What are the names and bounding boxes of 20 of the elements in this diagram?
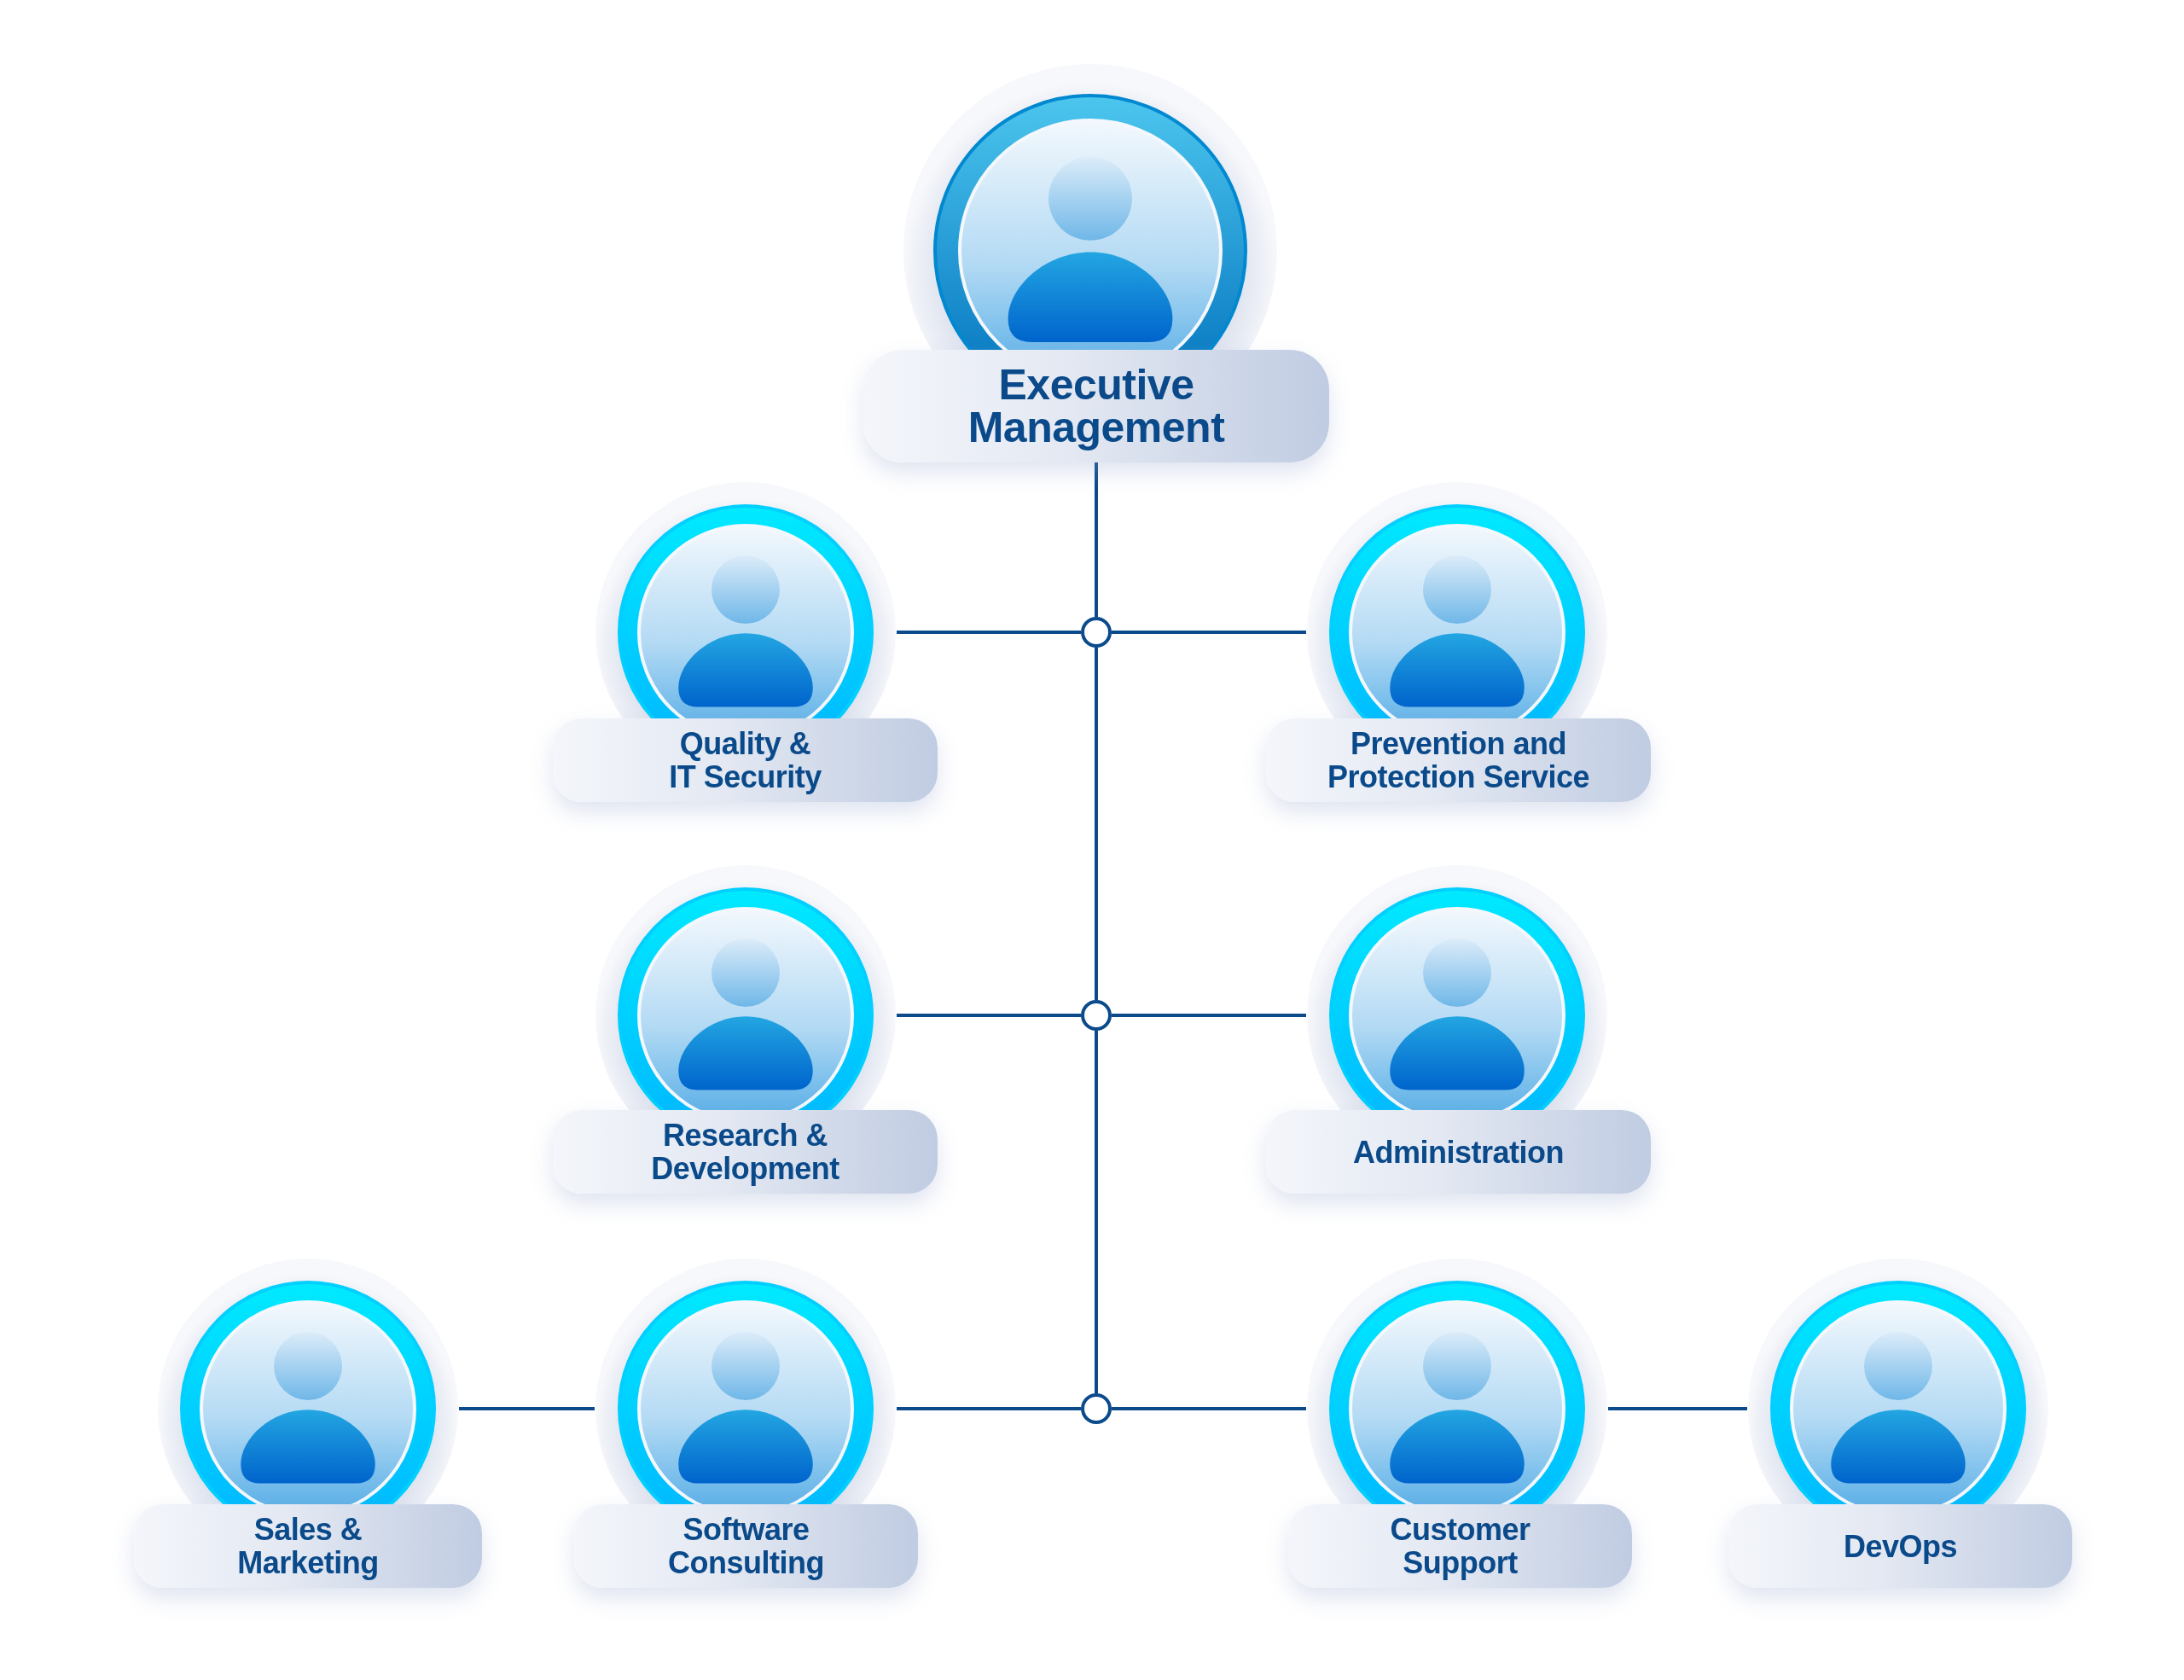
connector-line — [897, 631, 1081, 634]
connector-line — [897, 1407, 1081, 1410]
department-name: Research & Development — [650, 1119, 840, 1185]
department-name: Prevention and Protection Service — [1326, 727, 1591, 793]
connector-line — [1112, 631, 1306, 634]
connector-line — [1112, 1014, 1306, 1017]
department-name: Sales & Marketing — [236, 1513, 380, 1579]
department-name: Customer Support — [1389, 1513, 1531, 1579]
connector-line — [897, 1014, 1081, 1017]
department-name: Administration — [1353, 1135, 1564, 1169]
connector-line — [1112, 1407, 1306, 1410]
department-name: Quality & IT Security — [668, 727, 822, 793]
connector-line — [1095, 1031, 1098, 1393]
connector-line — [1095, 648, 1098, 1000]
department-name: Executive Management — [967, 363, 1226, 449]
department-name: Software Consulting — [667, 1513, 825, 1579]
department-name: DevOps — [1843, 1529, 1958, 1563]
connector-line — [1608, 1407, 1747, 1410]
connector-line — [1095, 462, 1098, 617]
connector-line — [459, 1407, 595, 1410]
